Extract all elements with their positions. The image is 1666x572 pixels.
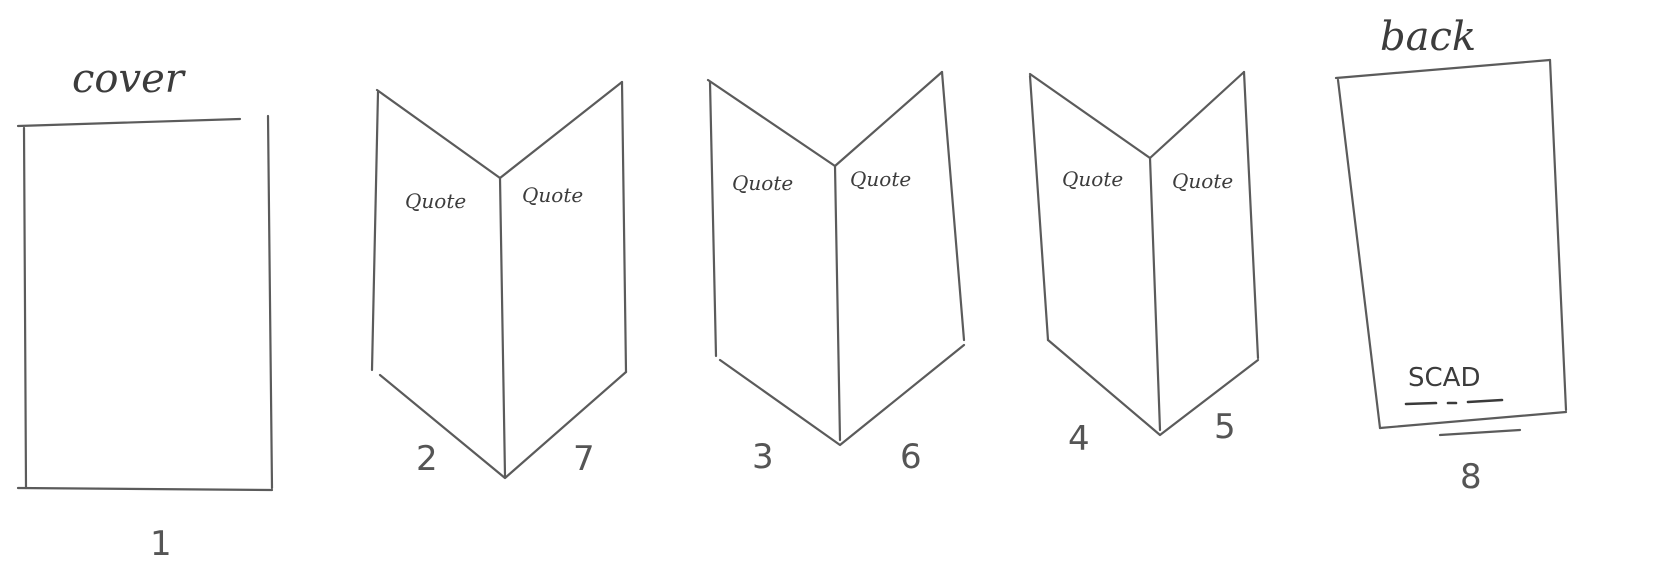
spread-spine <box>500 178 505 476</box>
spread-right-edge <box>942 72 964 340</box>
spread-bottom-fold <box>720 345 964 445</box>
quote-right: Quote <box>850 167 911 191</box>
spread-left-edge <box>710 82 716 356</box>
spread-right-edge <box>622 82 626 372</box>
cover-bottom-edge <box>18 488 272 490</box>
quote-right: Quote <box>1172 169 1233 193</box>
back-bottom-edge <box>1380 412 1566 428</box>
page-number-right: 6 <box>900 437 922 477</box>
spread-spine <box>835 166 840 440</box>
back-label: back <box>1380 14 1476 60</box>
page-number-left: 2 <box>416 439 438 479</box>
spread-spine <box>1150 158 1160 430</box>
spread-left-edge <box>372 92 378 370</box>
quote-left: Quote <box>405 189 466 213</box>
spread-3-6: Quote Quote 3 6 <box>708 72 964 477</box>
spread-top-fold <box>377 82 622 178</box>
cover-page-number: 1 <box>150 524 172 564</box>
spread-left-edge <box>1030 76 1048 340</box>
scad-logo-text: SCAD <box>1408 363 1480 393</box>
back-left-edge <box>1338 80 1380 428</box>
quote-left: Quote <box>732 171 793 195</box>
back-bottom-shadow <box>1440 430 1520 435</box>
cover-right-edge <box>268 116 272 488</box>
page-number-right: 7 <box>573 439 595 479</box>
back-page: back SCAD 8 <box>1336 14 1566 497</box>
cover-left-edge <box>24 128 26 488</box>
cover-page: cover 1 <box>18 56 272 564</box>
spread-top-fold <box>708 72 942 166</box>
scad-underline <box>1406 400 1502 404</box>
quote-right: Quote <box>522 183 583 207</box>
back-page-number: 8 <box>1460 457 1482 497</box>
spread-top-fold <box>1030 72 1244 158</box>
cover-label: cover <box>72 56 187 102</box>
spread-2-7: Quote Quote 2 7 <box>372 82 626 479</box>
spread-right-edge <box>1244 72 1258 358</box>
page-number-left: 4 <box>1068 419 1090 459</box>
quote-left: Quote <box>1062 167 1123 191</box>
spread-4-5: Quote Quote 4 5 <box>1030 72 1258 459</box>
page-number-right: 5 <box>1214 407 1236 447</box>
back-top-edge <box>1336 60 1550 78</box>
back-right-edge <box>1550 60 1566 410</box>
cover-top-edge <box>18 119 240 126</box>
page-number-left: 3 <box>752 437 774 477</box>
